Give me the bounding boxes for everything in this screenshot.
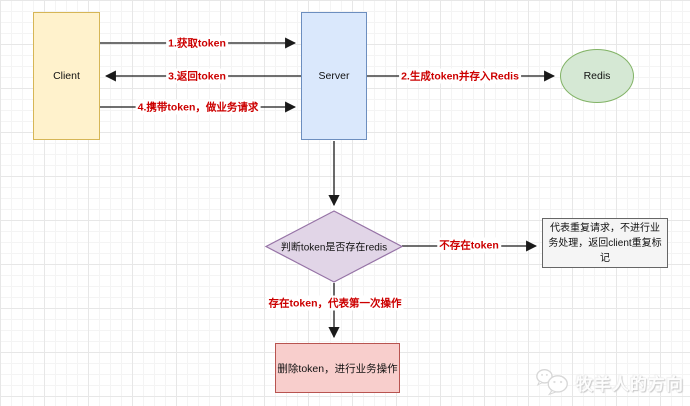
watermark: 牧羊人的方向 [534, 365, 684, 399]
decision-diamond [264, 210, 404, 283]
node-decision-label: 判断token是否存在redis [280, 242, 388, 254]
node-client: Client [33, 12, 100, 140]
edge-label-store-redis: 2.生成token并存入Redis [399, 68, 521, 84]
node-duplicate-note-label: 代表重复请求，不进行业务处理，返回client重复标记 [548, 222, 662, 264]
edge-label-token-missing: 不存在token [437, 237, 501, 253]
node-duplicate-note: 代表重复请求，不进行业务处理，返回client重复标记 [542, 218, 668, 268]
node-client-label: Client [53, 70, 80, 82]
node-delete-token: 删除token，进行业务操作 [275, 343, 400, 393]
node-redis: Redis [560, 49, 634, 103]
watermark-text: 牧羊人的方向 [576, 374, 684, 394]
edge-label-token-exists: 存在token，代表第一次操作 [266, 295, 404, 311]
edge-label-return-token: 3.返回token [166, 68, 228, 84]
node-server-label: Server [318, 70, 350, 82]
node-redis-label: Redis [583, 70, 611, 82]
node-server: Server [301, 12, 367, 140]
edge-label-get-token: 1.获取token [166, 35, 228, 51]
edge-label-business-request: 4.携带token，做业务请求 [135, 99, 261, 115]
wechat-icon [536, 368, 568, 396]
node-delete-token-label: 删除token，进行业务操作 [277, 362, 398, 375]
